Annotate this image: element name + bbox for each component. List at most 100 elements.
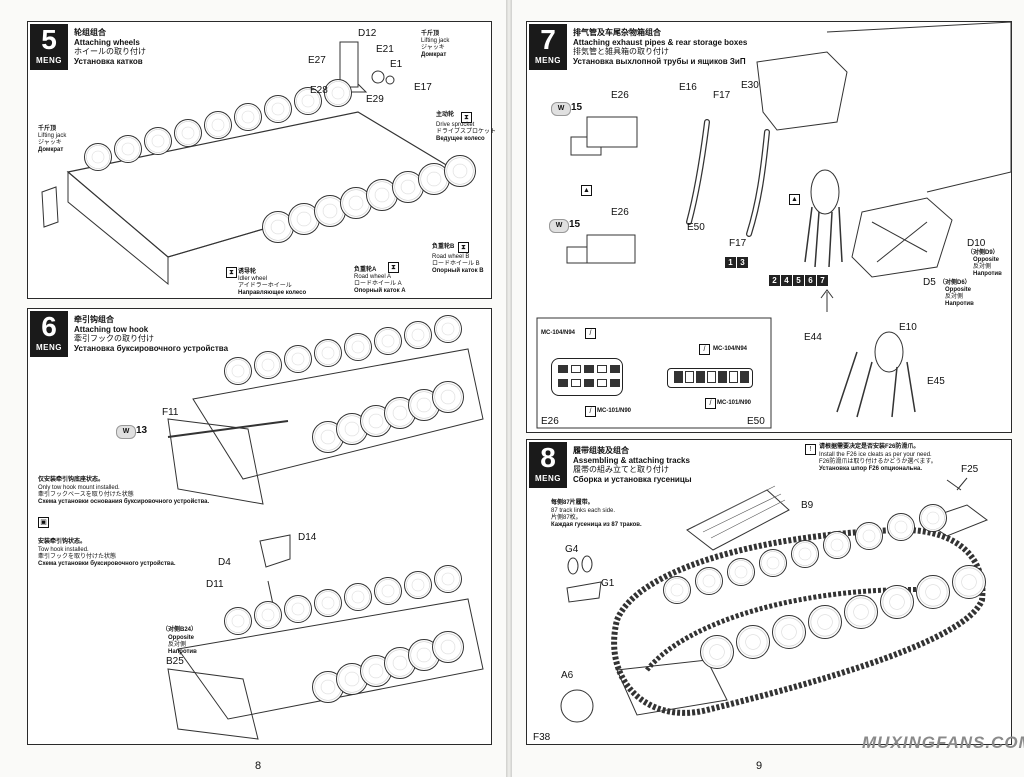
part-label: F38: [533, 732, 551, 743]
paint-code: MC-104/N94: [541, 330, 576, 336]
part-label: F17: [729, 238, 747, 249]
part-label: E1: [390, 59, 403, 70]
road-wheel: [294, 87, 322, 115]
road-wheel: [254, 351, 282, 379]
road-wheel: [808, 605, 842, 639]
road-wheel: [84, 143, 112, 171]
e26-color-swatch: [551, 358, 623, 396]
swatch-cell: [558, 365, 568, 373]
step8-badge: 8 MENG: [529, 442, 567, 488]
part-label: B9: [801, 500, 814, 511]
water-slide-badge: W: [551, 102, 571, 116]
swatch-cell: [571, 365, 581, 373]
part-label: E29: [366, 94, 384, 105]
part-label: A6: [561, 670, 574, 681]
brand-logo: MENG: [36, 56, 62, 65]
swatch-cell: [558, 379, 568, 387]
step7-title: 排气管及车尾杂物箱组合 Attaching exhaust pipes & re…: [573, 28, 748, 66]
water-slide-number: 15: [571, 102, 583, 113]
assembly-icon: ⧗: [226, 267, 237, 278]
brand-logo: MENG: [36, 343, 62, 352]
part-label: E26: [541, 416, 559, 427]
swatch-cell: [584, 365, 594, 373]
road-wheel: [344, 333, 372, 361]
road-wheel: [916, 575, 950, 609]
watermark: MUXINGFANS.COM: [862, 733, 1024, 752]
part-label: E50: [747, 416, 765, 427]
water-slide-badge: W: [116, 425, 136, 439]
brush-icon: /: [699, 344, 710, 355]
part-label: D11: [206, 579, 224, 590]
road-wheel: [887, 513, 915, 541]
water-slide-number: 13: [136, 425, 148, 436]
road-wheel: [855, 522, 883, 550]
swatch-cell: [674, 371, 683, 383]
part-label: E45: [927, 376, 945, 387]
assembly-icon: ⧗: [461, 112, 472, 123]
step5-panel: 5 MENG 轮组组合 Attaching wheels ホイールの取り付け У…: [27, 21, 496, 299]
part-label: E26: [611, 207, 629, 218]
road-wheel: [144, 127, 172, 155]
step7-drawing: [536, 21, 1012, 429]
road-wheel: [823, 531, 851, 559]
swatch-cell: [610, 365, 620, 373]
water-slide-number: 15: [569, 219, 581, 230]
part-label: F17: [713, 90, 731, 101]
step6-number: 6: [41, 311, 57, 342]
part-label: E30: [741, 80, 759, 91]
road-wheel: [952, 565, 986, 599]
swatch-cell: [610, 379, 620, 387]
swatch-cell: [571, 379, 581, 387]
brand-logo: MENG: [535, 474, 561, 483]
road-wheel: [434, 565, 462, 593]
part-label: E10: [899, 322, 917, 333]
spine: [506, 0, 512, 777]
warning-icon: !: [805, 444, 816, 455]
road-wheel: [404, 571, 432, 599]
brush-icon: /: [585, 328, 596, 339]
part-label: D4: [218, 557, 231, 568]
road-wheel: [404, 321, 432, 349]
right-page: 7 MENG 排气管及车尾杂物箱组合 Attaching exhaust pip…: [512, 0, 1024, 777]
road-wheel: [700, 635, 734, 669]
step5-badge: 5 MENG: [30, 24, 68, 70]
swatch-cell: [718, 371, 727, 383]
part-label: E21: [376, 44, 394, 55]
road-wheel: [174, 119, 202, 147]
part-label: E50: [687, 222, 705, 233]
road-wheel: [695, 567, 723, 595]
road-wheel: [314, 589, 342, 617]
part-label: E44: [804, 332, 822, 343]
part-label: G1: [601, 578, 615, 589]
step8-number: 8: [540, 442, 556, 473]
part-label: F11: [162, 407, 179, 418]
road-wheel: [284, 345, 312, 373]
left-page: 5 MENG 轮组组合 Attaching wheels ホイールの取り付け У…: [0, 0, 506, 777]
part-label: D12: [358, 28, 377, 39]
step8-drawing: [560, 477, 989, 723]
brush-icon: /: [585, 406, 596, 417]
swatch-cell: [597, 379, 607, 387]
road-wheel: [284, 595, 312, 623]
e50-color-swatch: [667, 368, 753, 388]
part-label: E28: [310, 85, 328, 96]
step7-panel: 7 MENG 排气管及车尾杂物箱组合 Attaching exhaust pip…: [526, 21, 1012, 433]
part-label: E26: [611, 90, 629, 101]
road-wheel: [264, 95, 292, 123]
road-wheel: [204, 111, 232, 139]
road-wheel: [434, 315, 462, 343]
road-wheel: [880, 585, 914, 619]
part-label: D5: [923, 277, 936, 288]
step5-number: 5: [41, 24, 57, 55]
step8-panel: 8 MENG 履带组装及组合 Assembling & attaching tr…: [526, 439, 1012, 745]
road-wheel: [114, 135, 142, 163]
page-number-right: 9: [756, 760, 763, 772]
road-wheel: [663, 576, 691, 604]
swatch-cell: [729, 371, 738, 383]
road-wheel: [314, 339, 342, 367]
road-wheel: [772, 615, 806, 649]
step6-badge: 6 MENG: [30, 311, 68, 357]
swatch-cell: [685, 371, 694, 383]
part-label: D14: [298, 532, 317, 543]
